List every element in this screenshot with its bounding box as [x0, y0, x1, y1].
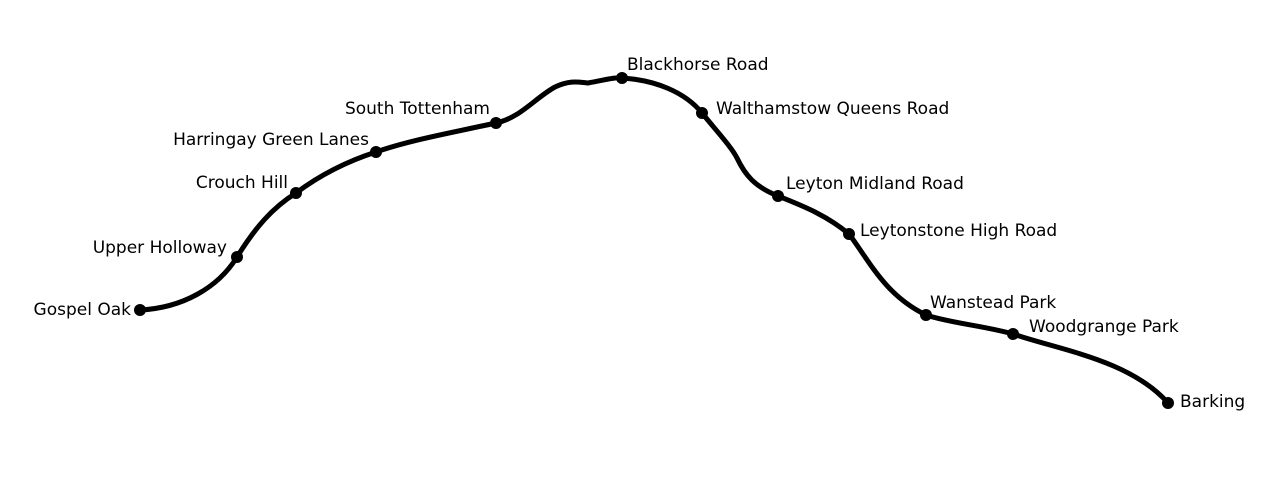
station-marker-walthamstow-queens-road: [696, 107, 708, 119]
station-label-south-tottenham: South Tottenham: [345, 99, 490, 119]
station-marker-upper-holloway: [231, 251, 243, 263]
station-marker-leyton-midland-road: [772, 190, 784, 202]
station-label-walthamstow-queens-road: Walthamstow Queens Road: [716, 99, 949, 119]
station-label-leyton-midland-road: Leyton Midland Road: [786, 174, 964, 194]
station-marker-gospel-oak: [134, 304, 146, 316]
stations-layer: Gospel Oak Upper Holloway Crouch Hill Harri…: [34, 55, 1246, 412]
station-label-leytonstone-high-road: Leytonstone High Road: [860, 221, 1057, 241]
station-label-crouch-hill: Crouch Hill: [196, 173, 288, 193]
station-marker-crouch-hill: [290, 187, 302, 199]
station-label-woodgrange-park: Woodgrange Park: [1029, 317, 1179, 337]
station-label-upper-holloway: Upper Holloway: [93, 238, 227, 258]
station-label-gospel-oak: Gospel Oak: [34, 300, 132, 320]
station-marker-barking: [1162, 397, 1174, 409]
station-marker-wanstead-park: [920, 309, 932, 321]
station-marker-south-tottenham: [490, 117, 502, 129]
station-marker-blackhorse-road: [616, 72, 628, 84]
station-label-wanstead-park: Wanstead Park: [930, 293, 1056, 313]
station-marker-harringay-green-lanes: [370, 146, 382, 158]
station-label-blackhorse-road: Blackhorse Road: [627, 55, 769, 75]
station-marker-woodgrange-park: [1007, 328, 1019, 340]
station-label-barking: Barking: [1180, 392, 1245, 412]
station-label-harringay-green-lanes: Harringay Green Lanes: [173, 130, 369, 150]
station-marker-leytonstone-high-road: [843, 228, 855, 240]
